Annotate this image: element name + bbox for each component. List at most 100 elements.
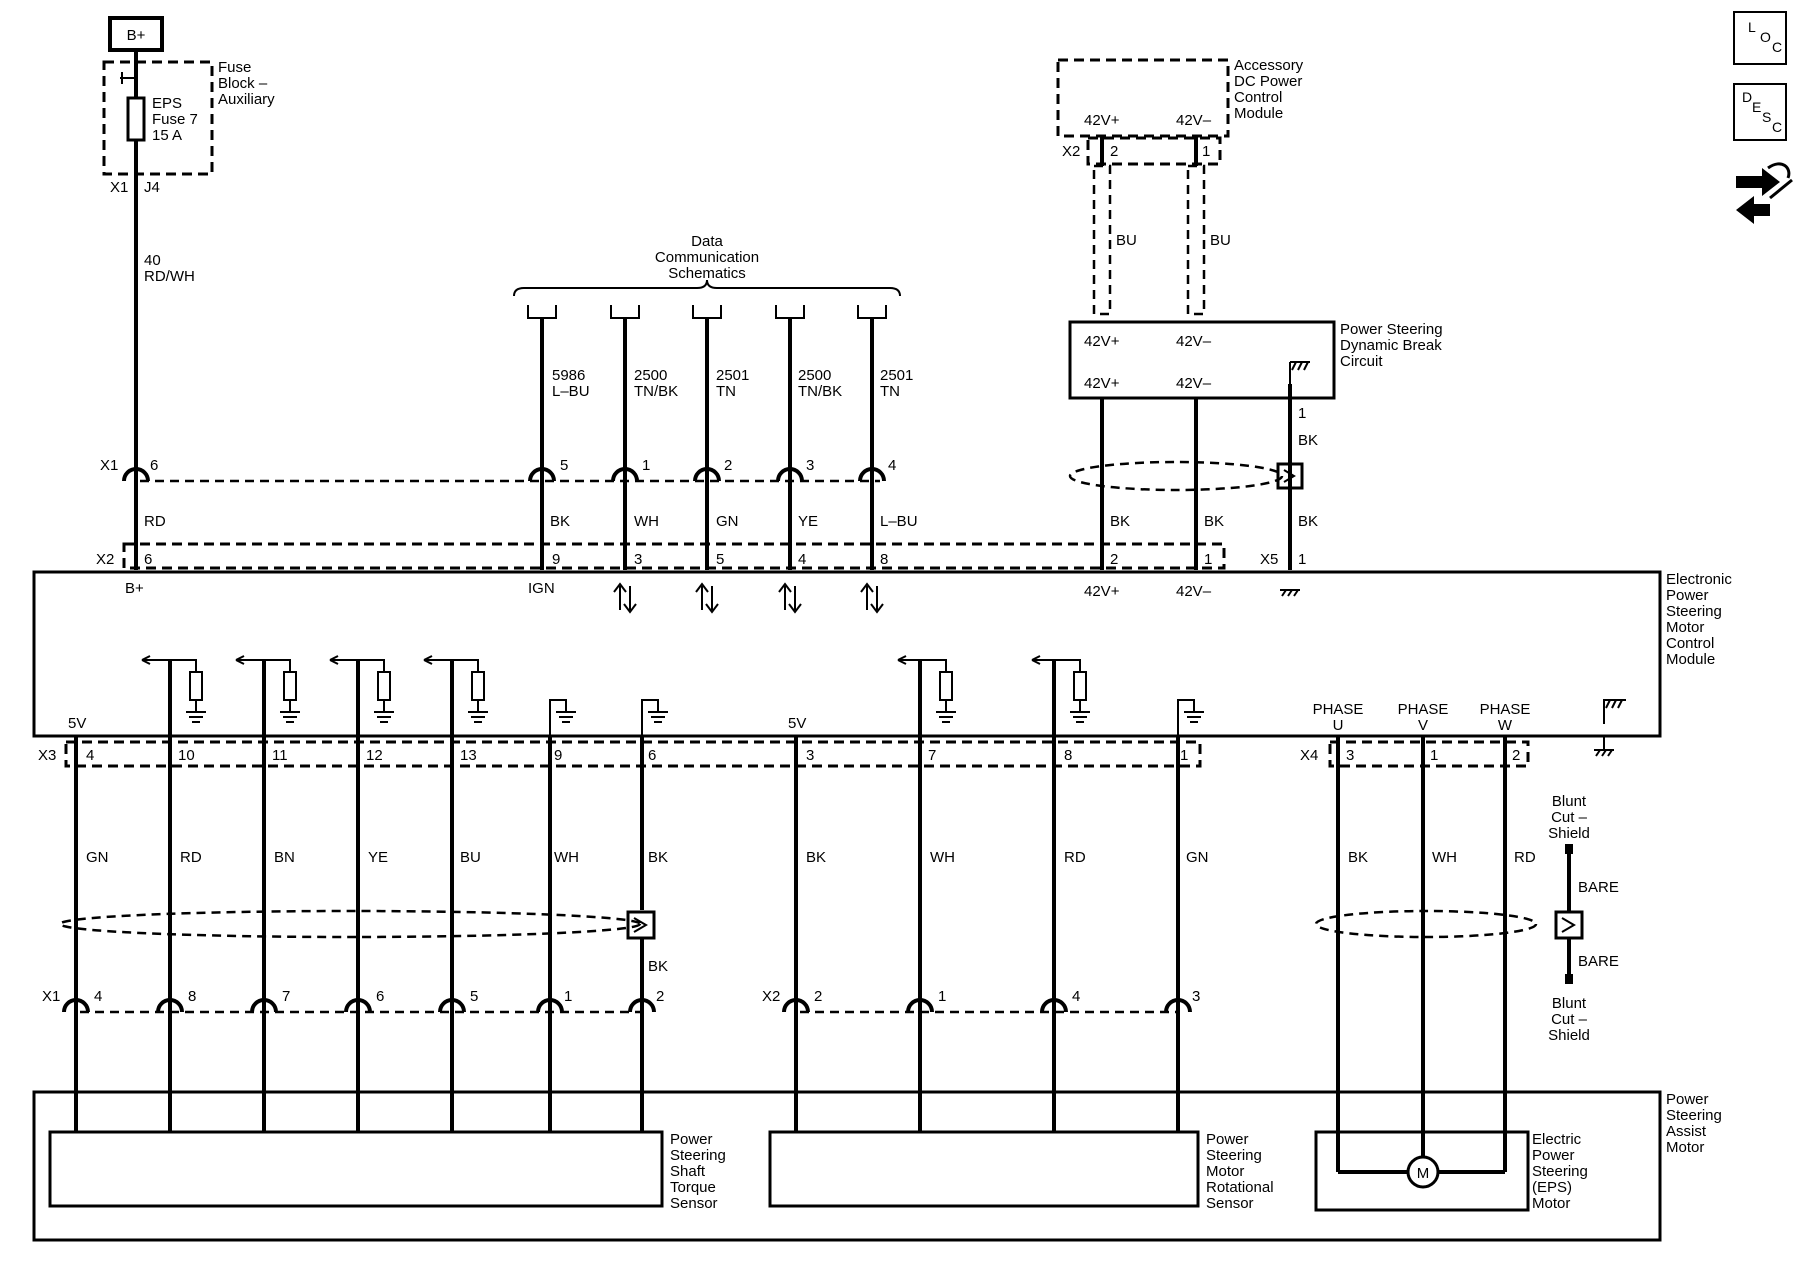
x3-wire-6: 9 WH 1 — [536, 736, 579, 1020]
x3-wire-3: 11 BN 7 — [250, 660, 295, 1132]
data-wire-1: 5986 L–BU 5 BK 9 IGN — [527, 305, 590, 597]
accessory-module-name-2: DC Power — [1234, 73, 1302, 90]
data-wire-5-inner-color: L–BU — [880, 513, 918, 530]
phase-v-top: PHASE — [1398, 701, 1449, 718]
x3-wire-4-sensor-pin: 6 — [376, 988, 384, 1005]
torque-sensor-name-3: Shaft — [670, 1163, 706, 1180]
bidirectional-arrow-icon — [695, 582, 719, 614]
x5-pin: 1 — [1298, 551, 1306, 568]
x3-wire-2-pin: 10 — [178, 747, 195, 764]
loc-letter-l: L — [1748, 19, 1756, 35]
phase-u-pin: 3 — [1346, 747, 1354, 764]
torque-sensor-name-2: Steering — [670, 1147, 726, 1164]
location-icon[interactable]: L O C — [1733, 11, 1787, 65]
desc-letter-s: S — [1762, 109, 1771, 125]
data-wire-2-inner-color: WH — [634, 513, 659, 530]
loc-letter-o: O — [1760, 29, 1771, 45]
rotational-sensor-name-3: Motor — [1206, 1163, 1244, 1180]
rotational-sensor-name-5: Sensor — [1206, 1195, 1254, 1212]
fuse-block: Fuse Block – Auxiliary EPS Fuse 7 15 A — [102, 59, 275, 176]
data-wire-5-circuit: 2501 — [880, 367, 913, 384]
phase-v-color: WH — [1432, 849, 1457, 866]
x3-wire-6-pin: 9 — [554, 747, 562, 764]
data-wire-5-x2-pin: 8 — [880, 551, 888, 568]
accessory-module-name-4: Module — [1234, 105, 1283, 122]
eps-motor-name-1: Electric — [1532, 1131, 1582, 1148]
accessory-connector-label: X2 — [1062, 143, 1080, 160]
ground-icon — [1280, 589, 1300, 597]
x3b-wire-4-color: GN — [1186, 849, 1209, 866]
data-comm-title-2: Communication — [655, 249, 759, 266]
x3b-wire-2-color: WH — [930, 849, 955, 866]
data-wire-1-circuit: 5986 — [552, 367, 585, 384]
ground-icon — [549, 699, 576, 736]
fuse-name-2: Fuse 7 — [152, 111, 198, 128]
control-module-name-1: Electronic — [1666, 571, 1732, 588]
dynamic-break-name-1: Power Steering — [1340, 321, 1443, 338]
dynamic-break-name-2: Dynamic Break — [1340, 337, 1442, 354]
x3-wire-3-sensor-pin: 7 — [282, 988, 290, 1005]
bidirectional-arrow-icon — [613, 582, 637, 614]
data-communication-bracket: Data Communication Schematics — [513, 233, 901, 297]
phase-u-wire: 3 BK — [1336, 736, 1368, 1172]
pullup-resistor — [1031, 655, 1090, 723]
desc-letter-d: D — [1742, 89, 1752, 105]
data-wire-1-x1-pin: 5 — [560, 457, 568, 474]
fuse-connector-pin: J4 — [144, 179, 160, 196]
accessory-pos-pin: 2 — [1110, 143, 1118, 160]
dynamic-break-name-3: Circuit — [1340, 353, 1383, 370]
description-icon[interactable]: D E S C — [1733, 83, 1787, 141]
pullup-resistor — [897, 655, 956, 723]
x3-sensor-connector-label: X1 — [42, 988, 60, 1005]
fuse-name-3: 15 A — [152, 127, 182, 144]
control-module-name-4: Motor — [1666, 619, 1704, 636]
data-wire-5: 2501 TN 4 L–BU 8 — [857, 305, 918, 614]
x3b-wire-1-sensor-pin: 2 — [814, 988, 822, 1005]
fuse-block-name-3: Auxiliary — [218, 91, 275, 108]
fuse-block-name-2: Block – — [218, 75, 268, 92]
bidirectional-arrow-icon — [860, 582, 884, 614]
eps-motor: M Electric Power Steering (EPS) Motor — [1314, 1130, 1588, 1212]
data-wire-2-color: TN/BK — [634, 383, 678, 400]
x3-wire-5: 13 BU 5 — [438, 660, 481, 1132]
control-module-name-2: Power — [1666, 587, 1709, 604]
chassis-ground-icon — [1289, 361, 1310, 384]
module-pos-wire-color: BK — [1110, 513, 1130, 530]
phase-w-top: PHASE — [1480, 701, 1531, 718]
pullup-resistor — [235, 655, 300, 723]
connector-repair-icon[interactable] — [1736, 162, 1793, 224]
fuse-symbol — [126, 96, 146, 142]
data-wire-2: 2500 TN/BK 1 WH 3 — [610, 305, 678, 614]
rotational-sensor: Power Steering Motor Rotational Sensor — [768, 1130, 1274, 1212]
data-wire-4-x1-pin: 3 — [806, 457, 814, 474]
feed-circuit-number: 40 — [144, 252, 161, 269]
control-module: Electronic Power Steering Motor Control … — [32, 570, 1732, 738]
dynamic-break-ground-pin: 1 — [1298, 405, 1306, 422]
phase-w-bot: W — [1498, 717, 1513, 734]
accessory-neg-wire-color: BU — [1210, 232, 1231, 249]
data-wire-4-inner-color: YE — [798, 513, 818, 530]
eps-motor-name-5: Motor — [1532, 1195, 1570, 1212]
x3-wire-4-color: YE — [368, 849, 388, 866]
accessory-dc-power-module: Accessory DC Power Control Module 42V+ 4… — [1056, 57, 1304, 138]
x3b-wire-3-pin: 8 — [1064, 747, 1072, 764]
x3-wire-7-color: BK — [648, 849, 668, 866]
x3b-wire-3-sensor-pin: 4 — [1072, 988, 1080, 1005]
x3b-5v-label: 5V — [788, 715, 806, 732]
x4-connector-label: X4 — [1300, 747, 1318, 764]
shield-bot-1: Blunt — [1552, 995, 1587, 1012]
phase-v-bot: V — [1418, 717, 1428, 734]
x3b-wire-3-color: RD — [1064, 849, 1086, 866]
battery-label: B+ — [127, 27, 146, 44]
data-wire-4: 2500 TN/BK 3 YE 4 — [775, 305, 842, 614]
x3-wire-5-pin: 13 — [460, 747, 477, 764]
ground-icon — [1177, 699, 1204, 736]
module-pos-pin: 2 — [1110, 551, 1118, 568]
pullup-resistor — [141, 655, 206, 723]
bidirectional-arrow-icon — [778, 582, 802, 614]
data-wire-5-x1-pin: 4 — [888, 457, 896, 474]
shield-bot-2: Cut – — [1551, 1011, 1588, 1028]
torque-sensor-name-5: Sensor — [670, 1195, 718, 1212]
x3-wire-1-pin: 4 — [86, 747, 94, 764]
